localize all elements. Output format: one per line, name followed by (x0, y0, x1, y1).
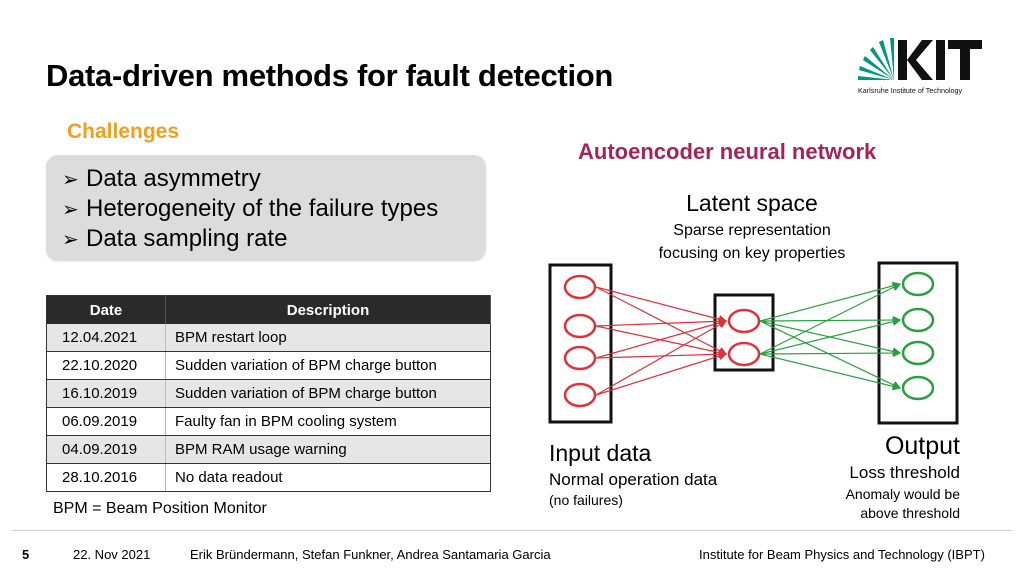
latent-space-description: Sparse representation focusing on key pr… (658, 222, 846, 262)
input-node (563, 382, 597, 408)
input-data-description: Normal operation data (549, 470, 718, 489)
encoder-connection (595, 286, 728, 324)
output-node (901, 271, 935, 297)
encoder-connection (595, 352, 728, 396)
table-row: 22.10.2020 Sudden variation of BPM charg… (46, 351, 491, 380)
cell-date: 16.10.2019 (46, 379, 166, 408)
encoder-connection (595, 286, 728, 355)
fault-table: Date Description 12.04.2021 BPM restart … (46, 295, 491, 492)
input-data-title: Input data (549, 440, 652, 466)
arrow-bullet-icon: ➢ (62, 199, 79, 221)
cell-date: 04.09.2019 (46, 435, 166, 464)
encoder-connections (595, 286, 728, 396)
table-row: 28.10.2016 No data readout (46, 463, 491, 492)
cell-date: 06.09.2019 (46, 407, 166, 436)
bpm-abbreviation-note: BPM = Beam Position Monitor (53, 500, 267, 517)
table-row: 12.04.2021 BPM restart loop (46, 324, 491, 352)
cell-description: BPM restart loop (165, 324, 491, 352)
footer-date: 22. Nov 2021 (73, 547, 151, 562)
cell-description: BPM RAM usage warning (165, 435, 491, 464)
challenge-item: ➢Data sampling rate (62, 225, 288, 252)
input-node (563, 274, 597, 300)
encoder-connection (595, 317, 728, 327)
challenge-item: ➢Data asymmetry (62, 165, 261, 192)
decoder-connection (759, 353, 902, 391)
output-note: Anomaly would be above threshold (845, 486, 960, 521)
input-data-note: (no failures) (549, 492, 623, 508)
decoder-connection (759, 348, 902, 358)
cell-description: Sudden variation of BPM charge button (165, 351, 491, 380)
input-node (563, 345, 597, 371)
footer-authors: Erik Bründermann, Stefan Funkner, Andrea… (190, 547, 551, 562)
decoder-connection (759, 317, 902, 355)
decoder-connection (759, 320, 902, 389)
autoencoder-heading: Autoencoder neural network (578, 139, 877, 164)
decoder-connections (759, 281, 902, 391)
input-node (563, 313, 597, 339)
slide-title: Data-driven methods for fault detection (46, 58, 614, 93)
table-row: 16.10.2019 Sudden variation of BPM charg… (46, 379, 491, 408)
challenges-box: ➢Data asymmetry ➢Heterogeneity of the fa… (46, 155, 486, 261)
output-node (901, 307, 935, 333)
kit-logo: Karlsruhe Institute of Technology (858, 38, 982, 95)
column-header-description: Description (165, 295, 491, 324)
output-node (901, 340, 935, 366)
arrow-bullet-icon: ➢ (62, 229, 79, 251)
kit-logo-letters (898, 40, 982, 80)
arrow-bullet-icon: ➢ (62, 169, 79, 191)
footer-institute: Institute for Beam Physics and Technolog… (699, 547, 985, 562)
cell-description: Sudden variation of BPM charge button (165, 379, 491, 408)
table-row: 06.09.2019 Faulty fan in BPM cooling sys… (46, 407, 491, 436)
column-header-date: Date (46, 295, 166, 324)
footer-divider (12, 530, 1012, 531)
table-header-row: Date Description (46, 295, 491, 324)
cell-date: 28.10.2016 (46, 463, 166, 492)
cell-date: 12.04.2021 (46, 324, 166, 352)
cell-date: 22.10.2020 (46, 351, 166, 380)
encoder-connection (595, 318, 728, 359)
output-node (901, 375, 935, 401)
table-row: 04.09.2019 BPM RAM usage warning (46, 435, 491, 464)
challenges-heading: Challenges (67, 120, 180, 143)
challenge-item: ➢Heterogeneity of the failure types (62, 195, 439, 222)
cell-description: Faulty fan in BPM cooling system (165, 407, 491, 436)
latent-space-title: Latent space (686, 190, 818, 216)
decoder-connection (759, 283, 902, 355)
output-description: Loss threshold (849, 463, 960, 482)
decoder-connection (759, 281, 902, 322)
decoder-connection (759, 315, 902, 325)
latent-node (727, 308, 761, 334)
cell-description: No data readout (165, 463, 491, 492)
latent-node (727, 341, 761, 367)
encoder-connection (595, 320, 728, 396)
kit-logo-subtitle: Karlsruhe Institute of Technology (858, 86, 963, 95)
network-nodes (563, 271, 935, 408)
encoder-connection (595, 350, 728, 359)
autoencoder-diagram (548, 261, 959, 425)
kit-logo-fan-icon (858, 38, 894, 80)
output-title: Output (884, 432, 960, 460)
page-number: 5 (22, 547, 30, 562)
